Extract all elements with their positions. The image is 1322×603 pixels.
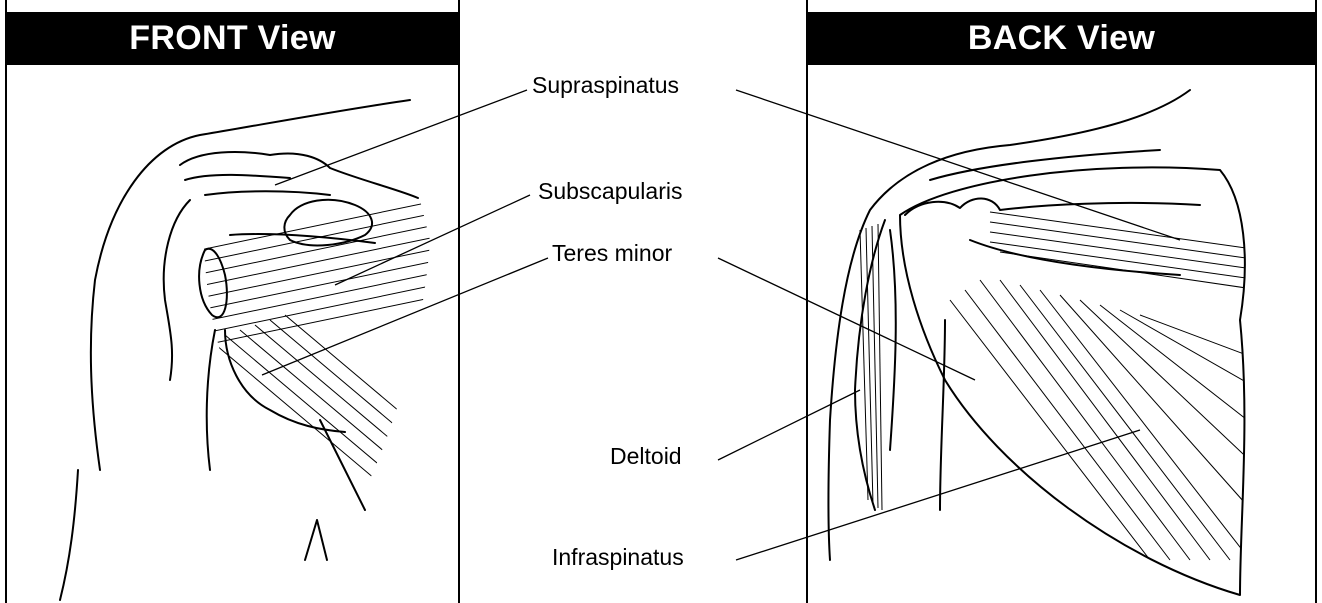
leader-deltoid	[718, 390, 860, 460]
leader-supraspinatus-back	[736, 90, 1180, 240]
leader-infraspinatus	[736, 430, 1140, 560]
back-shoulder-drawing	[829, 90, 1261, 595]
front-shoulder-drawing	[60, 100, 475, 600]
leader-teres-minor-front	[262, 258, 548, 375]
leader-supraspinatus-front	[275, 90, 527, 185]
leader-teres-minor-back	[718, 258, 975, 380]
